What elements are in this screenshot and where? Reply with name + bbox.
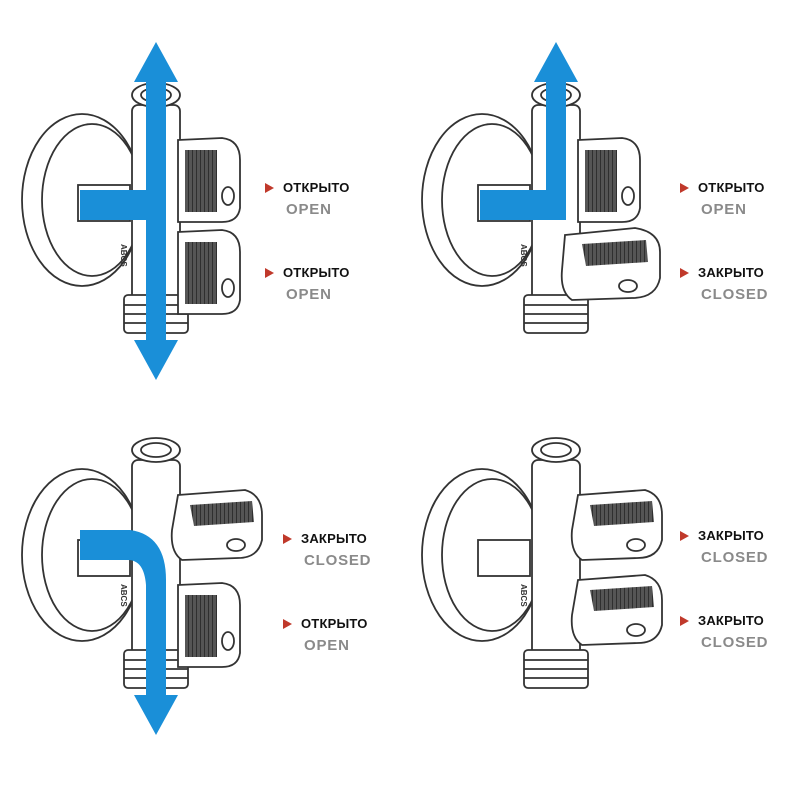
valve-body — [477, 437, 589, 689]
panel-1-upper-label: ОТКРЫТО OPEN — [265, 181, 350, 217]
valve-panel-2: ABCS — [421, 42, 661, 334]
flow-path — [480, 42, 578, 220]
panel-1-lower-label: ОТКРЫТО OPEN — [265, 266, 350, 302]
marker-triangle-icon — [283, 618, 292, 629]
marker-triangle-icon — [283, 533, 292, 544]
state-ru: ЗАКРЫТО — [698, 613, 764, 628]
valve-panel-3: ABCS — [21, 437, 263, 735]
state-ru: ЗАКРЫТО — [698, 265, 764, 280]
upper-handle-closed — [170, 489, 263, 561]
state-ru: ЗАКРЫТО — [698, 528, 764, 543]
state-ru: ЗАКРЫТО — [301, 531, 367, 546]
state-en: CLOSED — [304, 552, 372, 569]
state-ru: ОТКРЫТО — [283, 265, 350, 280]
brand-mark: ABCS — [519, 584, 528, 607]
flow-path — [80, 42, 178, 380]
flow-path — [80, 530, 178, 735]
panel-3-upper-label: ЗАКРЫТО CLOSED — [283, 532, 371, 568]
state-en: OPEN — [286, 201, 332, 218]
valve-panel-1: ABCS — [21, 42, 241, 380]
upper-handle-open — [177, 137, 241, 223]
state-en: OPEN — [701, 201, 747, 218]
brand-mark: ABCS — [119, 244, 128, 267]
marker-triangle-icon — [680, 530, 689, 541]
brand-mark: ABCS — [519, 244, 528, 267]
marker-triangle-icon — [680, 267, 689, 278]
state-en: OPEN — [286, 286, 332, 303]
marker-triangle-icon — [680, 182, 689, 193]
panel-3-lower-label: ОТКРЫТО OPEN — [283, 617, 368, 653]
marker-triangle-icon — [265, 267, 274, 278]
flow-arrow-down — [134, 340, 178, 380]
marker-triangle-icon — [680, 615, 689, 626]
panel-4-lower-label: ЗАКРЫТО CLOSED — [680, 614, 768, 650]
state-en: CLOSED — [701, 634, 769, 651]
state-en: CLOSED — [701, 549, 769, 566]
state-ru: ОТКРЫТО — [301, 616, 368, 631]
panel-2-lower-label: ЗАКРЫТО CLOSED — [680, 266, 768, 302]
lower-handle-open — [177, 582, 241, 668]
state-ru: ОТКРЫТО — [283, 180, 350, 195]
panel-4-upper-label: ЗАКРЫТО CLOSED — [680, 529, 768, 565]
flow-arrow-down — [134, 695, 178, 735]
valve-panel-4: ABCS — [421, 437, 663, 689]
lower-handle-open — [177, 229, 241, 315]
state-en: OPEN — [304, 637, 350, 654]
flow-arrow-up — [534, 42, 578, 82]
brand-mark: ABCS — [119, 584, 128, 607]
state-ru: ОТКРЫТО — [698, 180, 765, 195]
panel-2-upper-label: ОТКРЫТО OPEN — [680, 181, 765, 217]
lower-handle-closed — [560, 227, 661, 301]
upper-handle-open — [577, 137, 641, 223]
upper-handle-closed — [570, 489, 663, 561]
flow-arrow-up — [134, 42, 178, 82]
state-en: CLOSED — [701, 286, 769, 303]
lower-handle-closed — [570, 574, 663, 646]
marker-triangle-icon — [265, 182, 274, 193]
